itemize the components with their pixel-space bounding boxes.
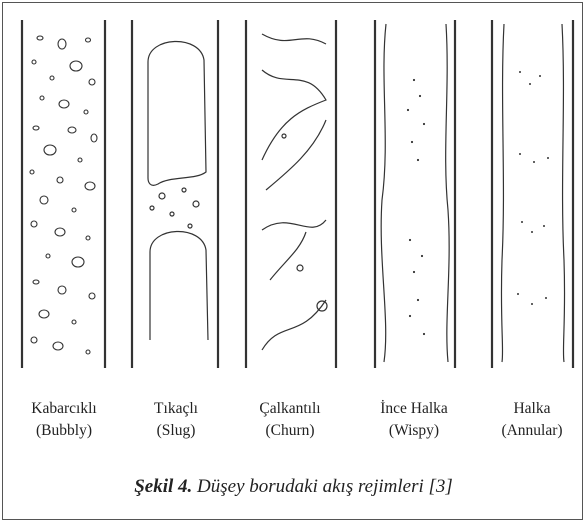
slug-taylor-bubbles <box>148 41 208 340</box>
label-wispy: İnce Halka(Wispy) <box>364 398 464 442</box>
annular-droplets <box>517 71 549 305</box>
label-annular: Halka(Annular) <box>482 398 582 442</box>
label-slug: Tıkaçlı(Slug) <box>126 398 226 442</box>
wispy-droplets <box>407 79 425 335</box>
bubbly-bubbles <box>30 36 97 354</box>
pipe-bubbly <box>22 20 105 368</box>
caption-text: Düşey borudaki akış rejimleri [3] <box>197 476 453 497</box>
label-bubbly: Kabarcıklı(Bubbly) <box>14 398 114 442</box>
annular-films <box>501 24 564 362</box>
label-churn: Çalkantılı(Churn) <box>240 398 340 442</box>
wispy-films <box>381 24 449 362</box>
pipe-slug <box>132 20 218 368</box>
churn-streaks <box>262 34 327 350</box>
pipe-annular <box>492 20 573 368</box>
pipe-churn <box>246 20 336 368</box>
caption-prefix: Şekil 4. <box>134 476 192 497</box>
figure-caption: Şekil 4. Düşey borudaki akış rejimleri [… <box>0 476 587 498</box>
pipe-wispy <box>375 20 455 368</box>
